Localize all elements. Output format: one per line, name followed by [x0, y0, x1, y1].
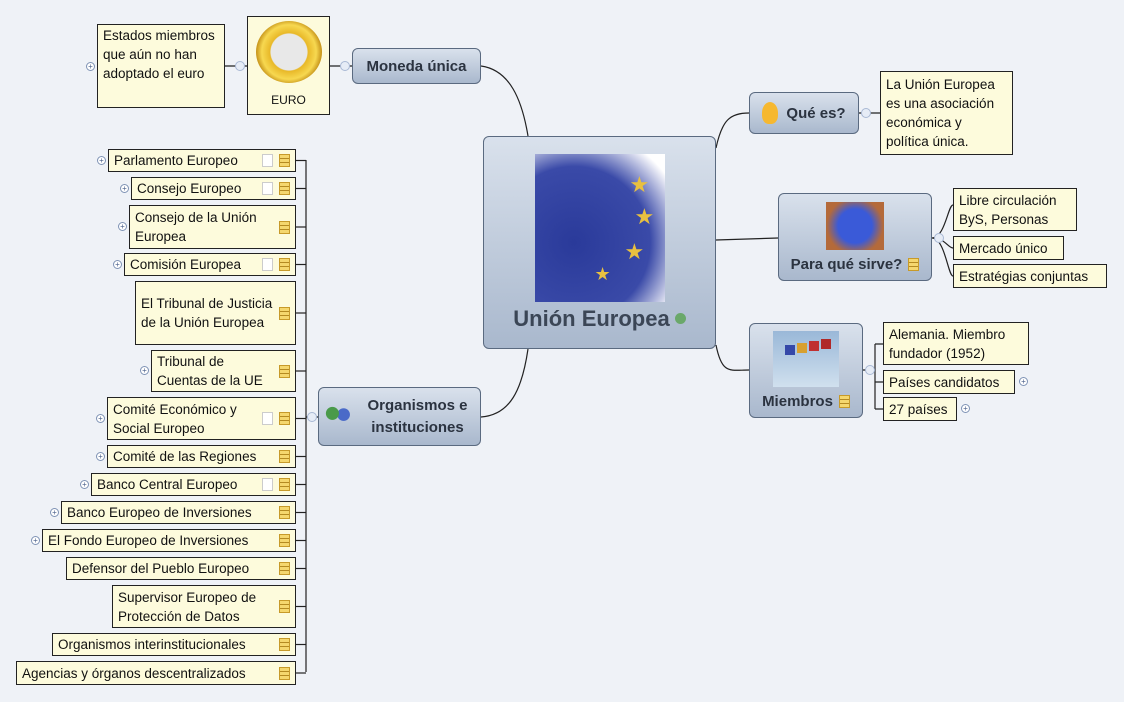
- expand-icon[interactable]: +: [140, 366, 149, 375]
- node-icons: [256, 182, 290, 195]
- central-topic[interactable]: ★ ★ ★ ★ Unión Europea: [483, 136, 716, 349]
- subtopic-libre-circulacion[interactable]: Libre circulación ByS, Personas: [953, 188, 1077, 231]
- euro-coin-image: [255, 21, 322, 83]
- subtopic-organismo[interactable]: Comité de las Regiones: [107, 445, 296, 468]
- note-icon[interactable]: [279, 220, 290, 234]
- expand-icon[interactable]: +: [120, 183, 129, 193]
- collapse-icon[interactable]: [307, 412, 317, 422]
- subtopic-organismo[interactable]: Consejo de la Unión Europea: [129, 205, 296, 249]
- topic-moneda-unica[interactable]: Moneda única: [352, 48, 481, 84]
- subtopic-organismo[interactable]: Defensor del Pueblo Europeo: [66, 557, 296, 580]
- note-icon[interactable]: [279, 258, 290, 271]
- subtopic-organismo[interactable]: Tribunal de Cuentas de la UE: [151, 350, 296, 392]
- node-icons: [256, 258, 290, 271]
- node-icons: [273, 220, 290, 234]
- subtopic-paises-candidatos[interactable]: Países candidatos: [883, 370, 1015, 394]
- subtopic-organismo[interactable]: El Tribunal de Justicia de la Unión Euro…: [135, 281, 296, 345]
- node-icons: [273, 638, 290, 651]
- topic-para-que-sirve[interactable]: Para qué sirve?: [778, 193, 932, 281]
- collapse-icon[interactable]: [865, 365, 875, 375]
- lightbulb-icon: [762, 102, 779, 124]
- expand-icon[interactable]: +: [1019, 377, 1028, 386]
- subtopic-organismo[interactable]: Banco Central Europeo: [91, 473, 296, 496]
- note-icon[interactable]: [279, 154, 290, 167]
- subtopic-organismo[interactable]: Parlamento Europeo: [108, 149, 296, 172]
- note-icon[interactable]: [908, 257, 920, 271]
- expand-icon[interactable]: +: [86, 62, 95, 71]
- subtopic-organismo[interactable]: Organismos interinstitucionales: [52, 633, 296, 656]
- attachment-icon[interactable]: [262, 478, 273, 491]
- expand-icon[interactable]: +: [31, 535, 40, 545]
- europe-map-image: ★ ★ ★ ★: [534, 153, 665, 302]
- flags-image: [773, 331, 839, 387]
- note-icon[interactable]: [279, 450, 290, 463]
- expand-icon[interactable]: +: [118, 222, 127, 231]
- node-icons: [256, 478, 290, 491]
- note-icon[interactable]: [279, 666, 290, 680]
- expand-icon[interactable]: +: [50, 507, 59, 517]
- subtopic-organismo[interactable]: Consejo Europeo: [131, 177, 296, 200]
- note-icon[interactable]: [279, 364, 290, 378]
- expand-icon[interactable]: +: [97, 155, 106, 165]
- note-icon[interactable]: [279, 600, 290, 613]
- expand-icon[interactable]: +: [96, 451, 105, 461]
- note-icon[interactable]: [279, 506, 290, 519]
- attachment-icon[interactable]: [262, 258, 273, 271]
- note-icon[interactable]: [279, 306, 290, 320]
- users-icon: [324, 404, 352, 429]
- collapse-icon[interactable]: [861, 108, 871, 118]
- expand-icon[interactable]: +: [113, 259, 122, 269]
- subtopic-alemania[interactable]: Alemania. Miembro fundador (1952): [883, 322, 1029, 365]
- note-icon[interactable]: [279, 534, 290, 547]
- topic-miembros[interactable]: Miembros: [749, 323, 863, 418]
- topic-que-es[interactable]: Qué es?: [749, 92, 859, 134]
- note-icon[interactable]: [279, 638, 290, 651]
- euro-image-node[interactable]: EURO: [247, 16, 330, 115]
- expand-icon[interactable]: +: [80, 479, 89, 489]
- subtopic-organismo[interactable]: Agencias y órganos descentralizados: [16, 661, 296, 685]
- subtopic-estados-miembros[interactable]: Estados miembros que aún no han adoptado…: [97, 24, 225, 108]
- collapse-icon[interactable]: [934, 233, 944, 243]
- expand-icon[interactable]: +: [961, 404, 970, 413]
- collapse-icon[interactable]: [235, 61, 245, 71]
- attachment-icon[interactable]: [262, 154, 273, 167]
- note-icon[interactable]: [279, 182, 290, 195]
- hands-image: [826, 201, 884, 250]
- note-icon[interactable]: [838, 395, 850, 408]
- attachment-icon[interactable]: [262, 412, 273, 425]
- subtopic-organismo[interactable]: Comité Económico y Social Europeo: [107, 397, 296, 440]
- node-icons: [256, 412, 290, 425]
- subtopic-organismo[interactable]: Banco Europeo de Inversiones: [61, 501, 296, 524]
- expand-icon[interactable]: +: [96, 413, 105, 423]
- subtopic-27-paises[interactable]: 27 países: [883, 397, 957, 421]
- attachment-icon[interactable]: [262, 182, 273, 195]
- node-icons: [256, 154, 290, 167]
- node-icons: [273, 506, 290, 519]
- node-icons: [273, 666, 290, 680]
- node-icons: [273, 364, 290, 378]
- subtopic-mercado-unico[interactable]: Mercado único: [953, 236, 1064, 260]
- node-icons: [273, 600, 290, 613]
- note-icon[interactable]: [279, 478, 290, 491]
- node-icons: [273, 534, 290, 547]
- topic-organismos[interactable]: Organismos e instituciones: [318, 387, 481, 446]
- subtopic-organismo[interactable]: Supervisor Europeo de Protección de Dato…: [112, 585, 296, 628]
- node-icons: [273, 450, 290, 463]
- note-icon[interactable]: [279, 412, 290, 425]
- subtopic-organismo[interactable]: Comisión Europea: [124, 253, 296, 276]
- node-icons: [273, 306, 290, 320]
- subtopic-organismo[interactable]: El Fondo Europeo de Inversiones: [42, 529, 296, 552]
- node-icons: [273, 562, 290, 575]
- note-icon[interactable]: [279, 562, 290, 575]
- globe-icon[interactable]: [674, 313, 686, 324]
- subtopic-definicion[interactable]: La Unión Europea es una asociación econó…: [880, 71, 1013, 155]
- collapse-icon[interactable]: [340, 61, 350, 71]
- subtopic-estrategias[interactable]: Estratégias conjuntas: [953, 264, 1107, 288]
